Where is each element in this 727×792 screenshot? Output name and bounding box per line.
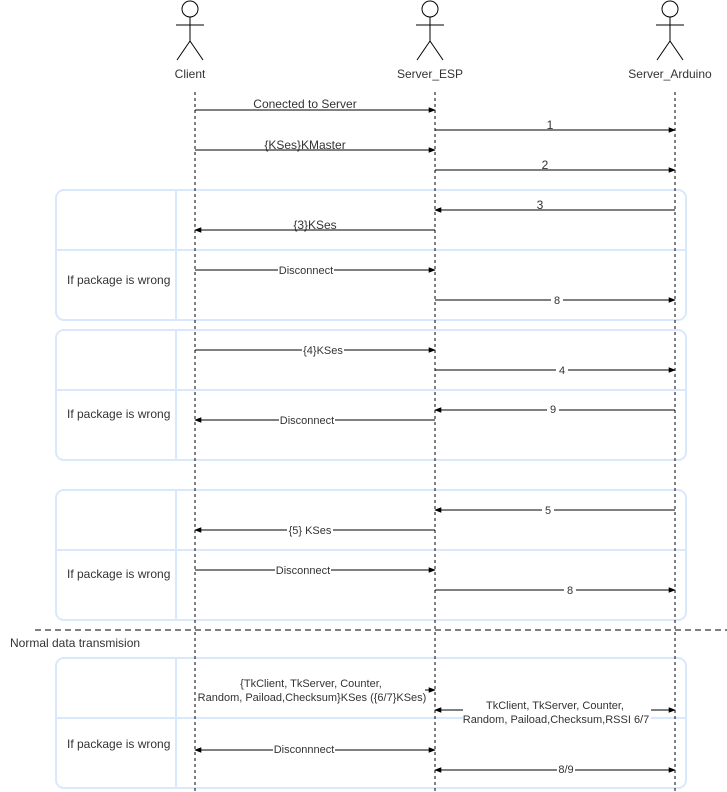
message-20-label: 8/9 [558, 764, 573, 776]
message-6-label: {3}KSes [293, 218, 336, 232]
condition-label-4: If package is wrong [67, 737, 170, 751]
section-label: Normal data transmision [10, 636, 140, 650]
message-11-label: 9 [550, 404, 556, 416]
actor-esp-label: Server_ESP [397, 67, 463, 81]
message-4-label: 2 [542, 158, 549, 172]
message-14-label: {5} KSes [289, 525, 332, 537]
actor-client [176, 0, 204, 61]
message-17-label-line1: {TkClient, TkServer, Counter, [240, 678, 382, 690]
message-8-label: 8 [554, 295, 560, 307]
message-12-label: Disconnect [280, 415, 334, 427]
message-7-label: Disconnect [279, 265, 333, 277]
message-16-label: 8 [567, 585, 573, 597]
fragment-1 [55, 189, 687, 321]
message-1-label: Conected to Server [253, 97, 356, 111]
fragment-3 [55, 489, 687, 621]
message-15-label: Disconnect [276, 565, 330, 577]
fragment-2 [55, 329, 687, 461]
actor-esp [416, 0, 444, 61]
message-5-label: 3 [537, 198, 544, 212]
message-10-label: 4 [559, 365, 565, 377]
message-18-label-line1: TkClient, TkServer, Counter, [486, 700, 624, 712]
condition-label-3: If package is wrong [67, 567, 170, 581]
condition-label-2: If package is wrong [67, 407, 170, 421]
actor-arduino-label: Server_Arduino [628, 67, 712, 81]
message-9-label: {4}KSes [303, 345, 343, 357]
message-17-label-line2: Random, Paiload,Checksum}KSes ({6/7}KSes… [198, 692, 427, 704]
condition-label-1: If package is wrong [67, 273, 170, 287]
message-19-label: Disconnnect [274, 744, 335, 756]
message-3-label: {KSes}KMaster [264, 138, 345, 152]
message-13-label: 5 [545, 505, 551, 517]
message-2-label: 1 [547, 118, 554, 132]
actor-arduino [656, 0, 684, 61]
message-18-label-line2: Random, Paiload,Checksum,RSSI 6/7 [463, 714, 649, 726]
actor-client-label: Client [175, 67, 206, 81]
